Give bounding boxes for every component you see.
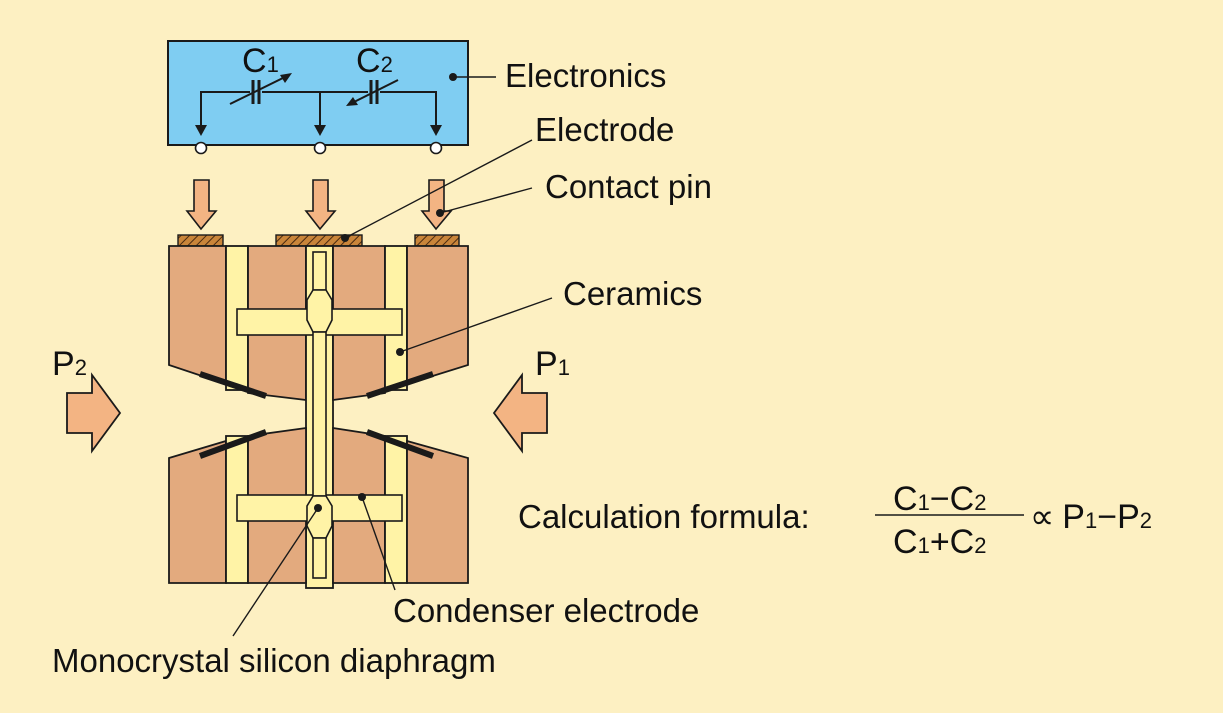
calculation-formula: Calculation formula: C1−C2 C1+C2 ∝P1−P2 — [518, 480, 1152, 561]
formula-prefix: Calculation formula: — [518, 498, 810, 535]
formula-numerator: C1−C2 — [893, 480, 986, 518]
p1-pressure-arrow — [492, 372, 548, 454]
electrode-pads — [177, 234, 460, 247]
condenser-electrode-label: Condenser electrode — [393, 592, 699, 629]
leader-lines — [232, 76, 553, 637]
c1-label: C1 — [242, 42, 279, 80]
ceramic-block — [406, 439, 469, 584]
leader-dots — [314, 73, 457, 512]
p2-pressure-arrow — [66, 372, 122, 454]
diaphragm-label: Monocrystal silicon diaphragm — [52, 642, 496, 679]
contact-pin-left — [185, 179, 218, 231]
ceramic-block — [168, 245, 227, 386]
formula-rhs: ∝P1−P2 — [1030, 498, 1152, 536]
contact-pin-label: Contact pin — [545, 168, 712, 205]
ceramic-block — [406, 245, 469, 386]
lead-arrowheads — [195, 125, 442, 136]
ceramic-block — [168, 439, 227, 584]
terminals — [194, 141, 443, 155]
c2-variable-arrowhead — [346, 97, 358, 106]
c1-variable-arrowhead — [280, 73, 292, 83]
capacitor-circuit — [200, 75, 437, 133]
p2-label: P2 — [52, 345, 87, 383]
electrode-label: Electrode — [535, 111, 674, 148]
sensor-body-lower — [168, 426, 469, 584]
seal-lines — [198, 371, 435, 459]
c2-label: C2 — [356, 42, 393, 80]
formula-denominator: C1+C2 — [893, 523, 986, 561]
contact-pin-arrows — [185, 179, 453, 231]
contact-pin-right — [420, 179, 453, 231]
p1-label: P1 — [535, 345, 570, 383]
electronics-label: Electronics — [505, 57, 666, 94]
silicon-diaphragm — [306, 251, 333, 579]
contact-pin-center — [304, 179, 337, 231]
ceramics-label: Ceramics — [563, 275, 702, 312]
